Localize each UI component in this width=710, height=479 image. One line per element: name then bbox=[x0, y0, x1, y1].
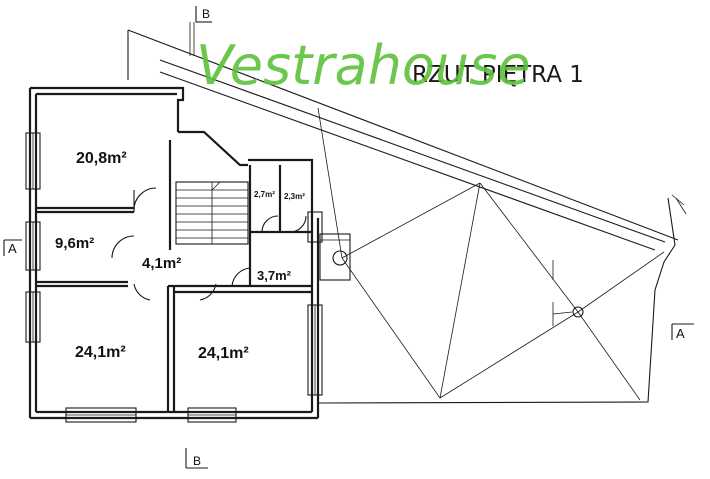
section-mark-b-bottom: B bbox=[185, 448, 208, 469]
room-area-label: 2,3m² bbox=[284, 192, 305, 201]
room-area-label: 20,8m² bbox=[76, 150, 127, 167]
room-area-label: 4,1m² bbox=[142, 255, 181, 272]
svg-text:B: B bbox=[202, 7, 210, 21]
room-area-label: 3,7m² bbox=[257, 268, 292, 283]
room-area-label: 24,1m² bbox=[75, 344, 126, 361]
roof-ridge-lines bbox=[317, 107, 665, 401]
section-mark-a-left: A bbox=[3, 239, 22, 256]
interior-walls bbox=[36, 140, 312, 412]
section-mark-b-top: B bbox=[189, 6, 212, 56]
room-area-label: 24,1m² bbox=[198, 345, 249, 362]
room-area-label: 9,6m² bbox=[55, 235, 94, 252]
exterior-walls bbox=[28, 86, 320, 420]
room-area-label: 2,7m² bbox=[254, 190, 275, 199]
chimney bbox=[319, 233, 351, 281]
staircase bbox=[175, 181, 249, 245]
doors bbox=[111, 187, 307, 301]
logo: Vestrahouse bbox=[196, 34, 530, 97]
svg-text:A: A bbox=[676, 326, 685, 341]
plan-title: RZUT PIĘTRA 1 bbox=[412, 62, 584, 88]
windows bbox=[25, 132, 323, 423]
svg-text:B: B bbox=[193, 454, 201, 468]
section-mark-a-right: A bbox=[671, 323, 694, 341]
svg-text:A: A bbox=[8, 241, 17, 256]
